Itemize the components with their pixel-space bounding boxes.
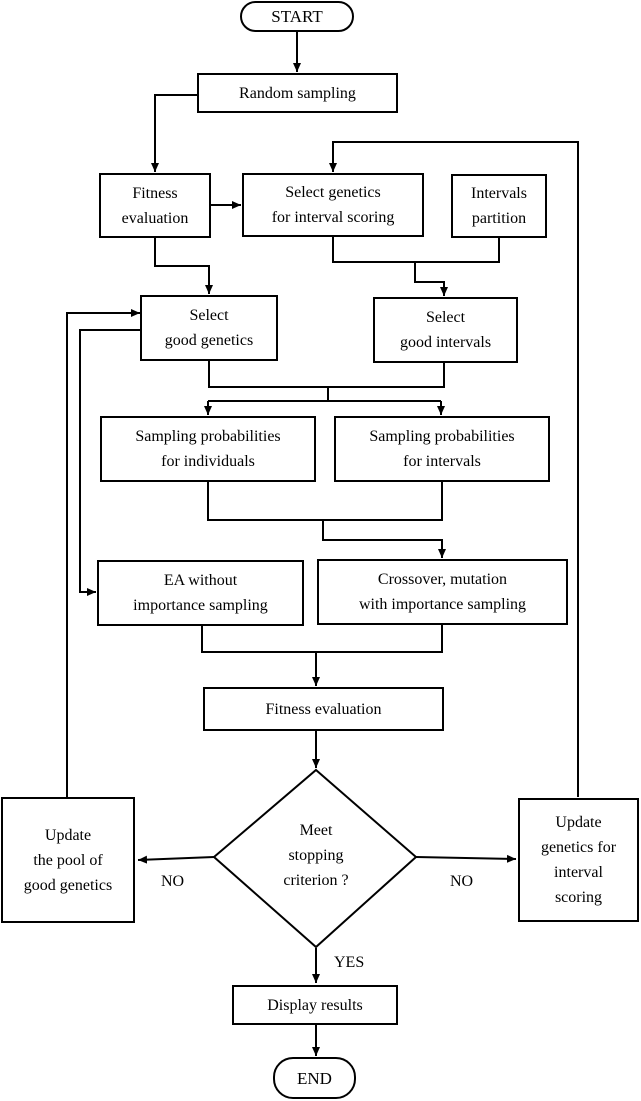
crossover-mutation-line-2: with importance sampling	[358, 596, 527, 613]
ea-without-is-line-1: EA without	[163, 572, 238, 589]
sampling-prob-individuals-node: Sampling probabilities for individuals	[100, 416, 316, 482]
sampling-prob-individuals-line-2: for individuals	[161, 453, 255, 470]
fitness-evaluation-2-label: Fitness evaluation	[265, 700, 382, 718]
arrow-update-pool-to-good-genetics	[66, 309, 140, 797]
arrow-sampling-to-crossover	[322, 520, 446, 558]
select-genetics-scoring-node: Select genetics for interval scoring	[242, 173, 424, 237]
select-genetics-scoring-line-1: Select genetics	[285, 184, 381, 201]
fitness-evaluation-line-2: evaluation	[121, 209, 189, 227]
sampling-prob-intervals-node: Sampling probabilities for intervals	[334, 416, 550, 482]
line-good-merge	[208, 360, 445, 388]
update-genetics-scoring-node: Update genetics for interval scoring	[518, 798, 639, 922]
select-good-intervals-node: Select good intervals	[373, 297, 518, 363]
no-right-label: NO	[450, 873, 474, 890]
fitness-evaluation-2-node: Fitness evaluation	[203, 687, 444, 731]
arrow-random-to-fitness	[151, 94, 198, 172]
sampling-prob-intervals-line-1: Sampling probabilities	[369, 428, 515, 445]
random-sampling-node: Random sampling	[197, 73, 398, 113]
stopping-criterion-line-3: criterion ?	[283, 872, 349, 889]
arrow-good-genetics-to-ea	[79, 329, 140, 596]
update-pool-line-3: good genetics	[23, 876, 113, 894]
stopping-criterion-line-1: Meet	[299, 822, 333, 839]
end-node: END	[273, 1057, 356, 1099]
sampling-prob-intervals-line-2: for intervals	[403, 453, 481, 470]
line-select-genetics-merge	[332, 236, 500, 263]
update-genetics-scoring-line-2: genetics for	[540, 839, 617, 856]
line-sampling-merge	[207, 482, 443, 521]
display-results-node: Display results	[232, 985, 398, 1025]
update-pool-line-1: Update	[44, 826, 92, 844]
select-good-genetics-line-2: good genetics	[164, 332, 254, 349]
fitness-evaluation-node: Fitness evaluation	[99, 173, 211, 238]
start-label: START	[271, 7, 323, 26]
ea-without-is-node: EA without importance sampling	[97, 560, 304, 626]
update-genetics-scoring-line-3: interval	[554, 864, 603, 881]
arrow-decision-to-update-scoring	[415, 854, 517, 863]
ea-without-is-line-2: importance sampling	[133, 597, 268, 614]
stopping-criterion-line-2: stopping	[288, 847, 344, 864]
update-pool-node: Update the pool of good genetics	[1, 797, 135, 923]
select-genetics-scoring-line-2: for interval scoring	[271, 209, 395, 226]
stopping-criterion-text: Meet stopping criterion ?	[246, 818, 386, 893]
update-genetics-scoring-line-1: Update	[555, 814, 602, 831]
intervals-partition-line-2: partition	[471, 210, 527, 227]
display-results-label: Display results	[267, 996, 363, 1014]
arrow-fitness-to-good-genetics	[154, 237, 213, 294]
select-good-intervals-line-2: good intervals	[399, 334, 492, 351]
arrow-merge-to-good-intervals	[414, 262, 448, 296]
update-pool-line-2: the pool of	[33, 851, 103, 869]
arrow-update-scoring-to-select-genetics	[329, 141, 579, 797]
select-good-genetics-node: Select good genetics	[140, 295, 278, 361]
intervals-partition-node: Intervals partition	[451, 174, 547, 238]
yes-label: YES	[334, 954, 365, 971]
no-left-label: NO	[161, 873, 185, 890]
fitness-evaluation-line-1: Fitness	[132, 184, 178, 202]
sampling-prob-individuals-line-1: Sampling probabilities	[135, 428, 281, 445]
update-genetics-scoring-line-4: scoring	[554, 889, 603, 906]
select-good-intervals-line-1: Select	[425, 309, 466, 326]
arrow-decision-to-update-pool	[137, 855, 215, 864]
select-good-genetics-line-1: Select	[189, 307, 229, 324]
random-sampling-label: Random sampling	[239, 84, 356, 102]
start-node: START	[240, 1, 354, 32]
line-ea-merge	[201, 625, 443, 653]
stopping-criterion-diamond	[212, 768, 418, 949]
end-label: END	[297, 1068, 332, 1088]
crossover-mutation-node: Crossover, mutation with importance samp…	[317, 559, 568, 625]
intervals-partition-line-1: Intervals	[471, 185, 527, 202]
crossover-mutation-line-1: Crossover, mutation	[377, 571, 508, 588]
